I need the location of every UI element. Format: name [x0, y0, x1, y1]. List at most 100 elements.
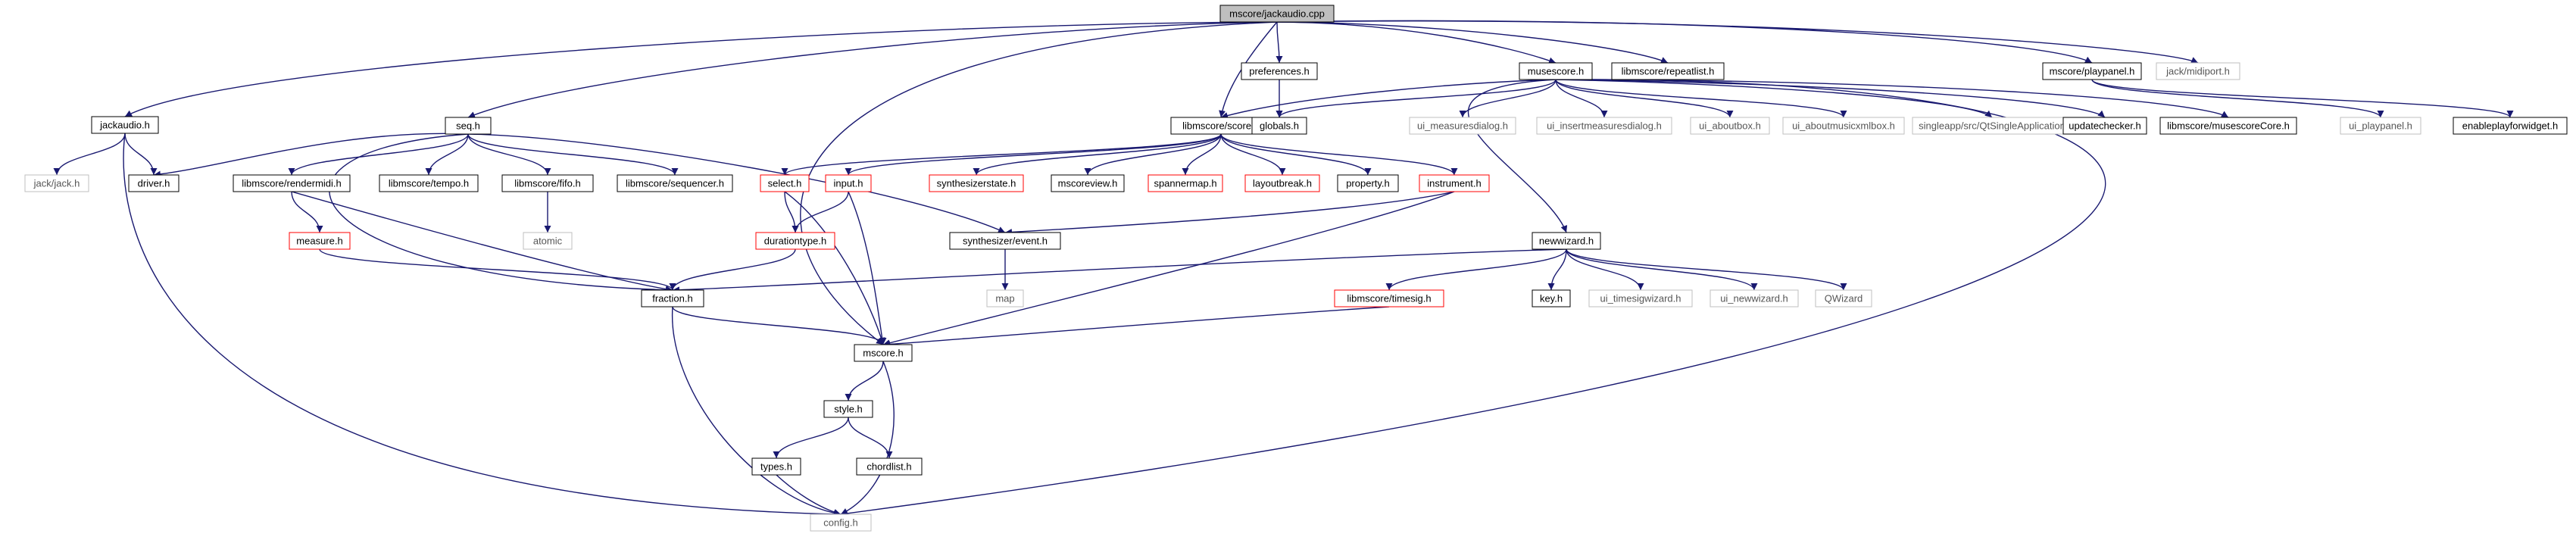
node-fraction-h[interactable]: fraction.h: [641, 289, 704, 308]
edge-jackaudio_cpp-to-playpanel_h: [1276, 20, 2093, 64]
node-select-h[interactable]: select.h: [760, 174, 810, 192]
node-qtsingleapp: singleapp/src/QtSingleApplication: [1912, 117, 2072, 135]
node-box: [1244, 174, 1320, 192]
edge-musescore_h-to-config_h: [840, 79, 2106, 517]
edge-timesig_h-to-mscore_h: [882, 306, 1390, 348]
node-box: [949, 232, 1061, 250]
node-spannermap-h[interactable]: spannermap.h: [1147, 174, 1223, 192]
node-ui-aboutbox-h: ui_aboutbox.h: [1690, 117, 1770, 135]
node-label: select.h: [768, 178, 802, 189]
node-driver-h[interactable]: driver.h: [128, 174, 180, 192]
node-box: [929, 174, 1024, 192]
node-box: [1519, 62, 1593, 80]
node-box: [24, 174, 89, 192]
node-label: newwizard.h: [1539, 236, 1594, 247]
node-label: property.h: [1346, 178, 1390, 189]
node-timesig-h[interactable]: libmscore/timesig.h: [1334, 289, 1444, 308]
node-fifo-h[interactable]: libmscore/fifo.h: [501, 174, 594, 192]
node-globals-h[interactable]: globals.h: [1251, 117, 1307, 135]
node-box: [641, 289, 704, 308]
node-label: seq.h: [456, 120, 480, 132]
node-jackaudio-cpp[interactable]: mscore/jackaudio.cpp: [1219, 5, 1335, 23]
node-score-h[interactable]: libmscore/score.h: [1170, 117, 1272, 135]
node-musescore-h[interactable]: musescore.h: [1519, 62, 1593, 80]
edge-playpanel_h-to-ui_playpanel_h: [2091, 79, 2384, 118]
node-box: [1334, 289, 1444, 308]
node-box: [1710, 289, 1799, 308]
edge-instrument_h-to-synth_event_h: [1004, 191, 1455, 236]
node-box: [1147, 174, 1223, 192]
node-durationtype-h[interactable]: durationtype.h: [755, 232, 835, 250]
edge-seq_h-to-fifo_h: [467, 133, 551, 176]
node-box: [289, 232, 351, 250]
node-key-h[interactable]: key.h: [1532, 289, 1571, 308]
node-musescorecore-h[interactable]: libmscore/musescoreCore.h: [2159, 117, 2297, 135]
edge-jackaudio_cpp-to-seq_h: [467, 21, 1278, 118]
node-measure-h[interactable]: measure.h: [289, 232, 351, 250]
node-property-h[interactable]: property.h: [1337, 174, 1399, 192]
dependency-edges: [53, 20, 2514, 518]
node-box: [1219, 5, 1335, 23]
edge-rendermidi_h-to-fraction_h: [291, 191, 673, 293]
node-label: musescore.h: [1528, 66, 1584, 77]
node-box: [1251, 117, 1307, 135]
edge-input_h-to-mscore_h: [848, 191, 885, 345]
node-instrument-h[interactable]: instrument.h: [1419, 174, 1490, 192]
node-layoutbreak-h[interactable]: layoutbreak.h: [1244, 174, 1320, 192]
node-synth-event-h[interactable]: synthesizer/event.h: [949, 232, 1061, 250]
node-label: mscoreview.h: [1058, 178, 1118, 189]
node-box: [91, 116, 159, 134]
edge-seq_h-to-rendermidi_h: [288, 133, 469, 176]
node-chordlist-h[interactable]: chordlist.h: [856, 457, 923, 476]
edge-musescore_h-to-ui_insertmeasuresdialog_h: [1555, 79, 1608, 118]
node-label: synthesizer/event.h: [963, 236, 1048, 247]
node-label: fraction.h: [652, 293, 692, 304]
edge-score_h-to-property_h: [1220, 133, 1372, 176]
node-tempo-h[interactable]: libmscore/tempo.h: [379, 174, 479, 192]
node-label: chordlist.h: [866, 461, 911, 473]
node-seq-h[interactable]: seq.h: [445, 117, 492, 135]
node-newwizard-h[interactable]: newwizard.h: [1532, 232, 1601, 250]
node-sequencer-h[interactable]: libmscore/sequencer.h: [617, 174, 733, 192]
node-box: [2340, 117, 2421, 135]
node-label: ui_aboutbox.h: [1699, 120, 1761, 132]
node-mscore-h[interactable]: mscore.h: [854, 344, 913, 362]
node-repeatlist-h[interactable]: libmscore/repeatlist.h: [1611, 62, 1725, 80]
node-synthesizerstate-h[interactable]: synthesizerstate.h: [929, 174, 1024, 192]
edge-score_h-to-select_h: [781, 133, 1222, 176]
node-jackaudio-h[interactable]: jackaudio.h: [91, 116, 159, 134]
edge-newwizard_h-to-timesig_h: [1385, 248, 1567, 291]
node-updatechecker-h[interactable]: updatechecker.h: [2062, 117, 2147, 135]
node-style-h[interactable]: style.h: [823, 400, 873, 418]
node-preferences-h[interactable]: preferences.h: [1241, 62, 1318, 80]
node-qwizard: QWizard: [1815, 289, 1872, 308]
node-box: [2042, 62, 2142, 80]
edge-seq_h-to-driver_h: [153, 133, 469, 178]
node-enableplayforwidget-h[interactable]: enableplayforwidget.h: [2453, 117, 2568, 135]
edge-musescore_h-to-updatechecker_h: [1555, 79, 2106, 118]
edge-musescore_h-to-newwizard_h: [1468, 79, 1568, 233]
node-label: jack/jack.h: [33, 178, 80, 189]
node-types-h[interactable]: types.h: [751, 457, 801, 476]
node-label: enableplayforwidget.h: [2462, 120, 2558, 132]
node-input-h[interactable]: input.h: [825, 174, 872, 192]
node-ui-newwizard-h: ui_newwizard.h: [1710, 289, 1799, 308]
edge-score_h-to-layoutbreak_h: [1220, 133, 1286, 176]
node-label: ui_insertmeasuresdialog.h: [1547, 120, 1662, 132]
node-playpanel-h[interactable]: mscore/playpanel.h: [2042, 62, 2142, 80]
node-rendermidi-h[interactable]: libmscore/rendermidi.h: [233, 174, 351, 192]
node-box: [1532, 289, 1571, 308]
edge-jackaudio_cpp-to-musescore_h: [1276, 21, 1557, 64]
node-box: [825, 174, 872, 192]
node-label: mscore/playpanel.h: [2050, 66, 2135, 77]
edge-measure_h-to-fraction_h: [319, 248, 676, 291]
edge-newwizard_h-to-fraction_h: [672, 248, 1567, 294]
edge-jackaudio_h-to-driver_h: [124, 133, 158, 176]
node-ui-insertmeasuresdialog-h: ui_insertmeasuresdialog.h: [1536, 117, 1672, 135]
edge-newwizard_h-to-ui_timesigwizard_h: [1566, 248, 1644, 291]
node-mscoreview-h[interactable]: mscoreview.h: [1051, 174, 1125, 192]
edge-score_h-to-synthesizerstate_h: [973, 133, 1222, 176]
node-box: [854, 344, 913, 362]
edge-musescore_h-to-globals_h: [1276, 79, 1557, 118]
node-label: mscore/jackaudio.cpp: [1229, 8, 1325, 20]
